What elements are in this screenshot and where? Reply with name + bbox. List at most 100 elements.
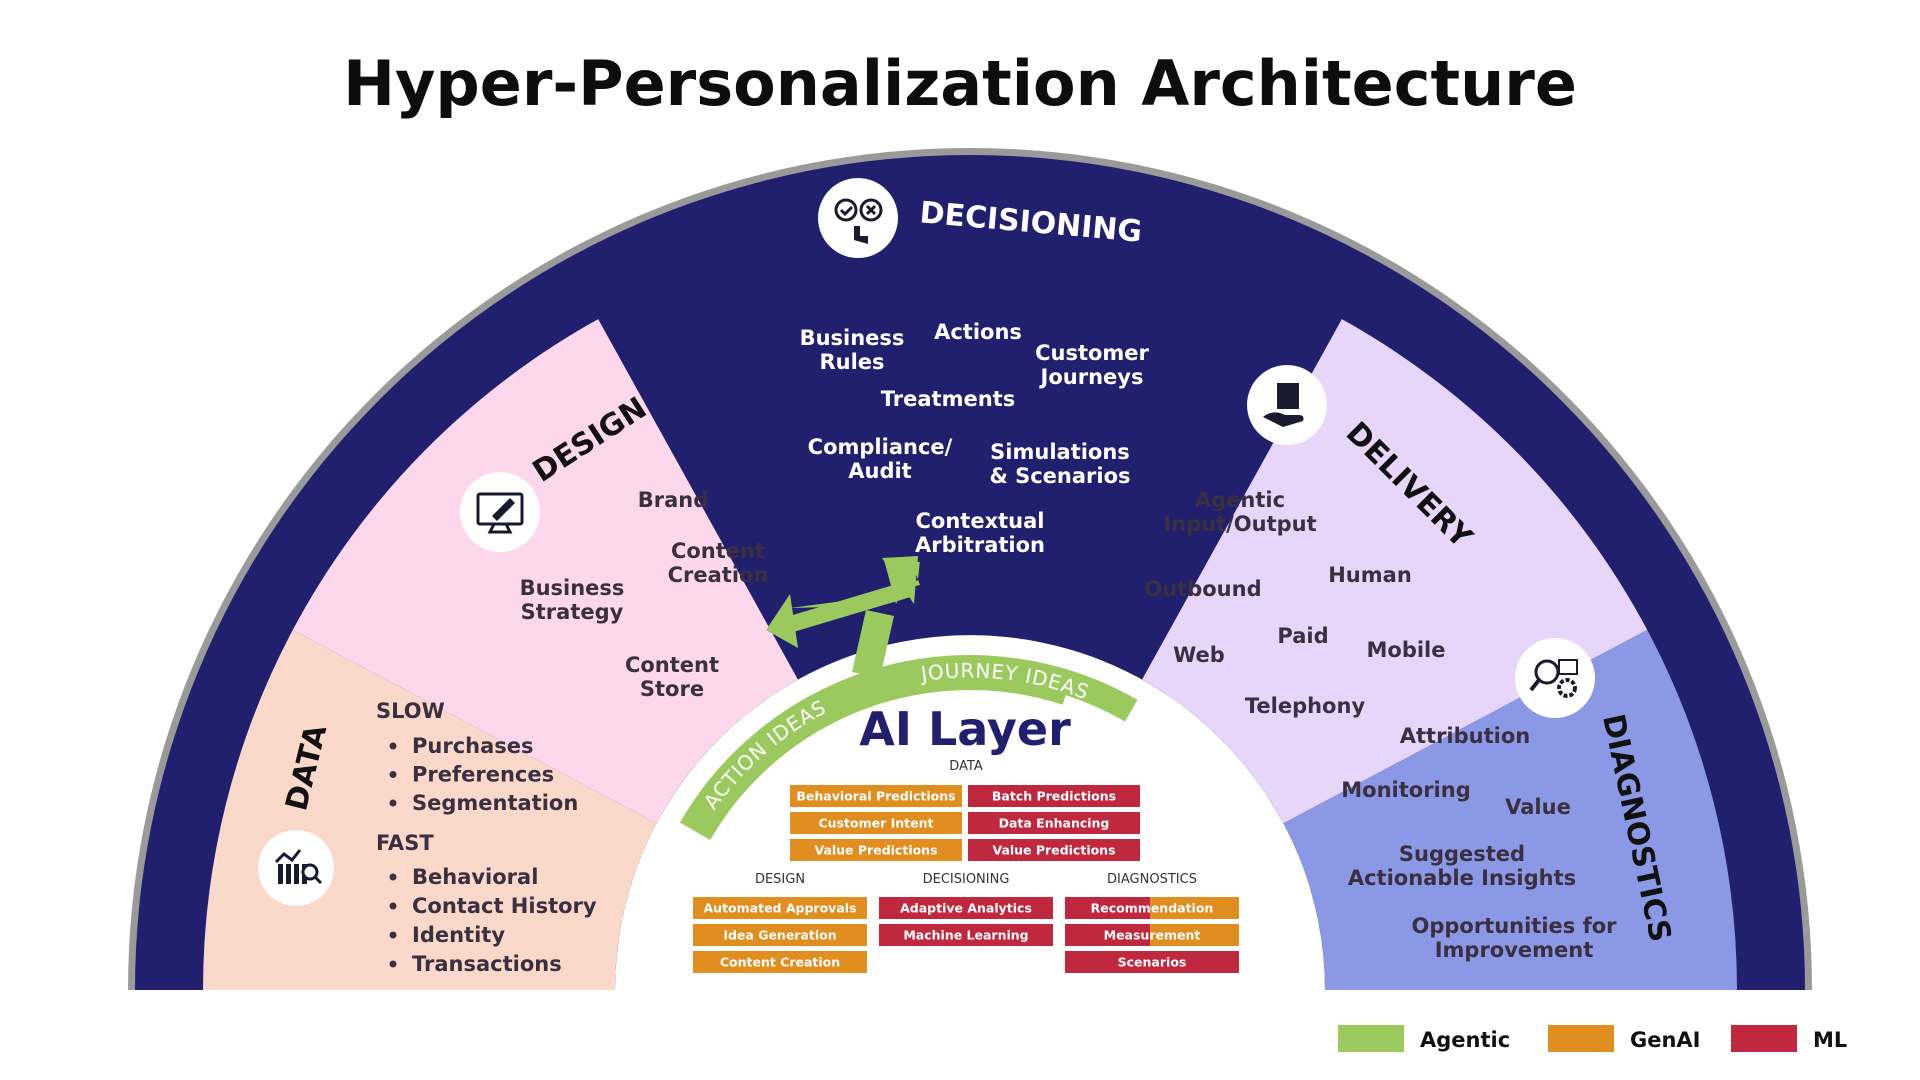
bar-2 (294, 864, 299, 884)
delivery-segment (1142, 319, 1648, 824)
bullet-dot (389, 873, 397, 881)
chip-bg (693, 951, 867, 973)
chip-bg (879, 924, 1053, 946)
slow-item: Segmentation (412, 791, 578, 815)
bullet-dot (389, 771, 397, 778)
ai-decisioning-label: DECISIONING (923, 872, 1010, 887)
data-chip: Customer Intent (790, 812, 962, 834)
chip-label: Automated Approvals (704, 901, 857, 916)
chip-label: Value Predictions (992, 843, 1115, 858)
chip-label: Customer Intent (819, 816, 934, 831)
chip-bg (968, 839, 1140, 861)
decision-hand-icon-bg (818, 178, 898, 258)
agentic-arc-tip (1065, 671, 1138, 722)
chip-bg (968, 785, 1140, 807)
chip-label: Content Creation (720, 955, 840, 970)
x-circle (859, 198, 883, 222)
legend-swatch-genai (1548, 1025, 1614, 1052)
chip-ml-half (1065, 924, 1151, 946)
decisioning-chip: Adaptive Analytics (879, 897, 1053, 919)
ai-design-label: DESIGN (755, 872, 805, 887)
chip-genai-half (1150, 924, 1239, 946)
fast-item: Contact History (412, 894, 597, 918)
agentic-arc (679, 655, 1074, 840)
chip-bg (968, 812, 1140, 834)
decisioning-item: Actions (934, 320, 1022, 344)
bullet-dot (389, 931, 397, 939)
pointing-hand (854, 226, 868, 244)
chip-label: Recommendation (1091, 901, 1214, 916)
design-item: Brand (638, 488, 709, 512)
arrow-head-left (766, 594, 798, 648)
delivery-item: Human (1328, 563, 1412, 587)
chip-label: Behavioral Predictions (796, 789, 955, 804)
data-chip: Behavioral Predictions (790, 785, 962, 807)
chip-bg (879, 897, 1053, 919)
chip-genai-half (1150, 897, 1239, 919)
decisioning-item: Compliance/Audit (808, 435, 953, 483)
chip-bg (790, 812, 962, 834)
diagnostics-item: Value (1505, 795, 1571, 819)
delivery-hand-icon (1247, 365, 1327, 445)
analytics-chart-icon (258, 830, 334, 906)
chip-label: Adaptive Analytics (900, 901, 1032, 916)
arrow-shaft (776, 580, 914, 636)
diagnostics-chip: Scenarios (1065, 951, 1239, 973)
slow-item: Purchases (412, 734, 534, 758)
slow-label: SLOW (376, 699, 445, 723)
delivery-item: Paid (1277, 624, 1328, 648)
arrow-head-right-tip (882, 556, 918, 604)
pen-shape (492, 498, 515, 521)
bullet-dot (389, 960, 397, 968)
diagnostics-chip: Recommendation (1065, 897, 1239, 919)
design-chip: Idea Generation (693, 924, 867, 946)
design-monitor-icon (460, 472, 540, 552)
chip-label: Machine Learning (903, 928, 1028, 943)
page-title: Hyper-Personalization Architecture (343, 47, 1577, 120)
delivery-item: Telephony (1245, 694, 1366, 718)
fast-label: FAST (376, 831, 434, 855)
chip-label: Idea Generation (723, 928, 836, 943)
chip-label: Value Predictions (814, 843, 937, 858)
design-chip: Automated Approvals (693, 897, 867, 919)
ai-data-label: DATA (949, 759, 983, 774)
bar-0 (278, 864, 283, 884)
legend-swatch-agentic (1338, 1025, 1404, 1052)
chip-label: Batch Predictions (992, 789, 1116, 804)
bullet-dot (389, 742, 397, 750)
design-chip: Content Creation (693, 951, 867, 973)
decisioning-chip: Machine Learning (879, 924, 1053, 946)
diagnostics-item: Monitoring (1341, 778, 1470, 802)
bullet-dot (389, 799, 397, 807)
data-chip: Batch Predictions (968, 785, 1140, 807)
magnifier-handle (313, 875, 323, 885)
decision-hand-icon (818, 178, 898, 258)
chip-bg (693, 897, 867, 919)
arrow-stem (852, 610, 894, 678)
ai-diagnostics-label: DIAGNOSTICS (1107, 872, 1197, 887)
x-mark (865, 204, 877, 216)
data-chip: Value Predictions (968, 839, 1140, 861)
chip-bg (790, 839, 962, 861)
design-segment (292, 319, 798, 824)
legend-label-genai: GenAI (1630, 1028, 1701, 1052)
palm-shape (1263, 412, 1304, 427)
chip-bg (1065, 951, 1239, 973)
check-mark (839, 205, 854, 217)
decisioning-item: Treatments (881, 387, 1015, 411)
chip-label: Data Enhancing (999, 816, 1110, 831)
monitor-frame (476, 492, 524, 526)
diagnostics-gear-icon (1515, 638, 1595, 718)
trend-line (274, 849, 302, 864)
ai-layer-title: AI Layer (859, 702, 1071, 756)
diagnostics-segment (1283, 629, 1737, 990)
gear (1557, 678, 1577, 698)
